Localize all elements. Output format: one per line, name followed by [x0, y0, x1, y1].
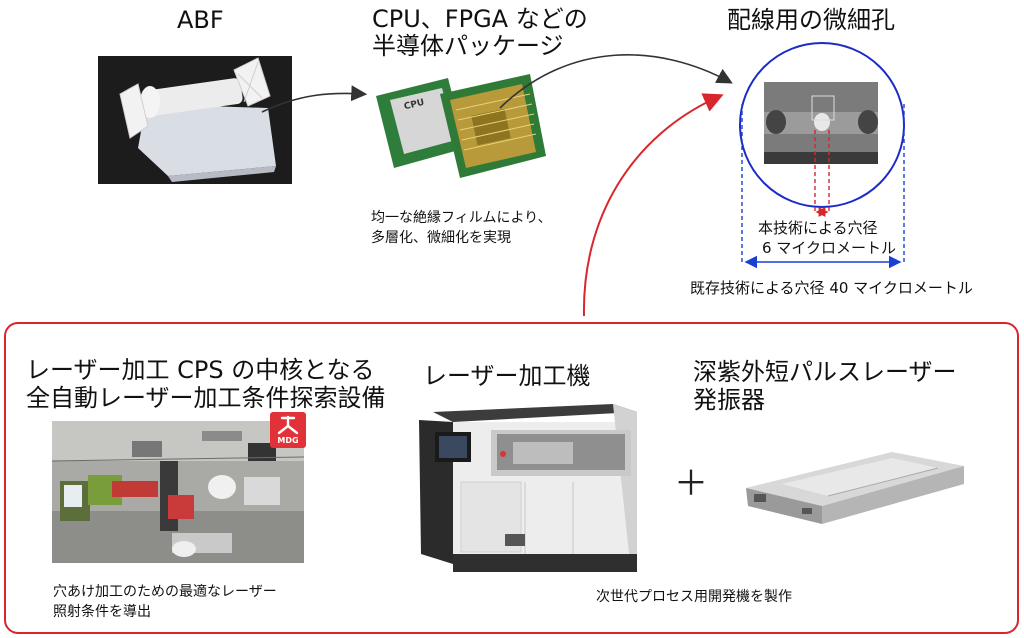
- laser-title: 深紫外短パルスレーザー 発振器: [693, 358, 957, 414]
- old-hole-label: 既存技術による穴径 40 マイクロメートル: [690, 279, 973, 297]
- new-hole-line2: 6 マイクロメートル: [762, 239, 897, 257]
- mdg-badge-label: MDG: [277, 436, 299, 445]
- cpu-caption-line1: 均一な絶縁フィルムにより、: [371, 210, 552, 226]
- robot-cell-photo: [52, 421, 304, 563]
- hole-zoom-circle: [739, 42, 905, 208]
- laser-machine-photo: [413, 404, 647, 574]
- laser-title-line2: 発振器: [693, 386, 765, 414]
- equipment-title-line2: 全自動レーザー加工条件探索設備: [26, 384, 386, 412]
- machine-caption: 次世代プロセス用開発機を製作: [596, 589, 792, 605]
- machine-title: レーザー加工機: [423, 362, 591, 390]
- cpu-caption: 均一な絶縁フィルムにより、 多層化、微細化を実現: [371, 208, 552, 248]
- cpu-photo: CPU: [370, 64, 550, 182]
- abf-film-photo: [98, 56, 292, 184]
- micro-hole-photo: [764, 82, 878, 164]
- laser-title-line1: 深紫外短パルスレーザー: [693, 358, 957, 386]
- cpu-to-hole-arrow: [499, 54, 733, 109]
- equipment-title-line1: レーザー加工 CPS の中核となる: [26, 356, 375, 384]
- package-title: CPU、FPGA などの 半導体パッケージ: [372, 6, 588, 60]
- equipment-caption-line2: 照射条件を導出: [53, 604, 151, 620]
- new-hole-label: 本技術による穴径 6 マイクロメートル: [758, 218, 896, 258]
- plus-sign: ＋: [674, 464, 708, 504]
- mdg-logo: MDG: [270, 412, 306, 448]
- cpu-caption-line2: 多層化、微細化を実現: [371, 230, 511, 246]
- equipment-caption: 穴あけ加工のための最適なレーザー 照射条件を導出: [53, 582, 277, 622]
- abf-title: ABF: [177, 6, 224, 34]
- equipment-frame: [4, 322, 1019, 634]
- package-title-line2: 半導体パッケージ: [372, 32, 564, 60]
- abf-to-cpu-arrow: [261, 85, 368, 113]
- laser-oscillator-photo: [742, 444, 968, 530]
- new-hole-line1: 本技術による穴径: [758, 219, 878, 237]
- hole-title: 配線用の微細孔: [727, 6, 895, 34]
- equipment-caption-line1: 穴あけ加工のための最適なレーザー: [53, 584, 277, 600]
- package-title-line1: CPU、FPGA などの: [372, 5, 588, 33]
- equipment-title: レーザー加工 CPS の中核となる 全自動レーザー加工条件探索設備: [26, 356, 386, 412]
- equipment-to-hole-arrow: [582, 93, 724, 317]
